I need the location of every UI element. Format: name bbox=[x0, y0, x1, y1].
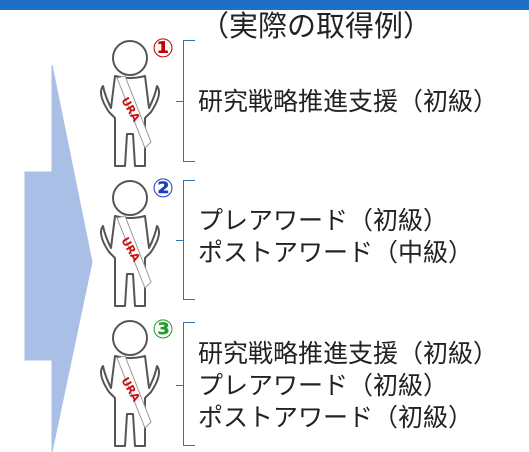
level-3-line-1: 研究戦略推進支援（初級） bbox=[198, 339, 499, 368]
level-number-1: ① bbox=[152, 34, 175, 64]
person-figure-1: URA bbox=[95, 38, 165, 172]
bracket-tick-1 bbox=[176, 101, 184, 102]
bracket-2 bbox=[183, 180, 195, 300]
person-figure-3: URA bbox=[95, 318, 165, 452]
level-1-line-1: 研究戦略推進支援（初級） bbox=[198, 87, 499, 116]
level-2-line-1: プレアワード（初級） bbox=[198, 206, 449, 235]
level-3-line-2: プレアワード（初級） bbox=[198, 371, 449, 400]
bracket-tick-3 bbox=[176, 385, 184, 386]
bracket-1 bbox=[183, 40, 195, 162]
level-2-line-2: ポストアワード（中級） bbox=[198, 238, 474, 267]
page-heading: （実際の取得例） bbox=[200, 9, 433, 43]
person-figure-2: URA bbox=[95, 178, 165, 312]
progress-arrow bbox=[24, 64, 93, 452]
top-accent-bar bbox=[0, 0, 529, 10]
bracket-tick-2 bbox=[176, 240, 184, 241]
level-number-3: ③ bbox=[152, 315, 175, 345]
bracket-3 bbox=[183, 322, 195, 446]
level-number-2: ② bbox=[152, 174, 175, 204]
level-3-line-3: ポストアワード（初級） bbox=[198, 403, 474, 432]
